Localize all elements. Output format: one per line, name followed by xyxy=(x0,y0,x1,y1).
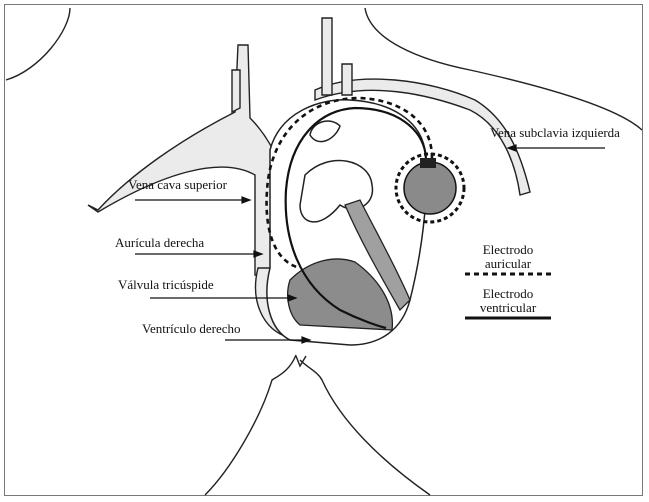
pacemaker-generator xyxy=(396,154,464,222)
label-ventriculo-derecho: Ventrículo derecho xyxy=(142,322,241,335)
sternum-left-line xyxy=(205,355,296,495)
right-jugular xyxy=(232,70,240,112)
label-vena-subclavia: Vena subclavia izquierda xyxy=(490,126,620,139)
left-shoulder-line xyxy=(6,8,70,80)
legend-ventricular-label: Electrodo ventricular xyxy=(453,287,563,314)
sternum-right-line xyxy=(300,360,430,495)
legend-atrial-label: Electrodo auricular xyxy=(453,243,563,270)
left-jugular xyxy=(322,18,332,95)
label-auricula-derecha: Aurícula derecha xyxy=(115,236,204,249)
left-jugular-branch xyxy=(342,64,352,95)
label-vena-cava-superior: Vena cava superior xyxy=(128,178,227,191)
label-valvula-tricuspide: Válvula tricúspide xyxy=(118,278,214,291)
